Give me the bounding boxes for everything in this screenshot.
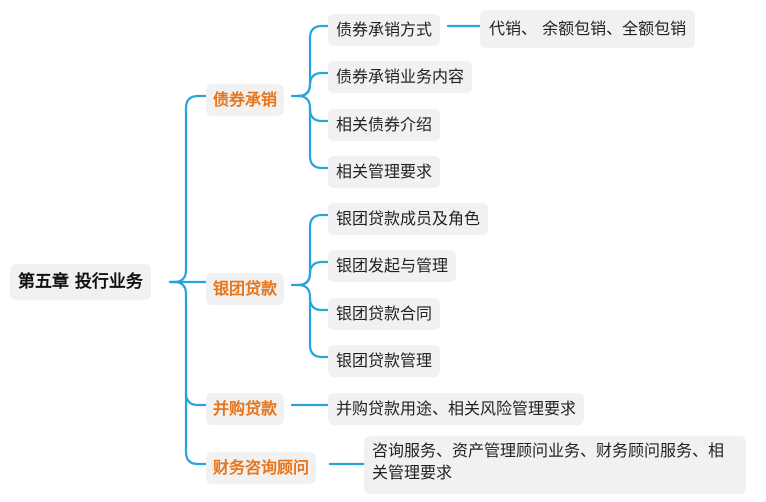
leaf-bond-underwriting-content[interactable]: 债券承销业务内容 (328, 61, 473, 93)
branch-financial-advisory[interactable]: 财务咨询顾问 (206, 452, 317, 484)
link-root-branch1 (168, 94, 208, 284)
link-b1-c4 (308, 106, 330, 170)
leaf-bond-underwriting-types[interactable]: 代销、 余额包销、全额包销 (480, 10, 696, 48)
leaf-syndicate-contract[interactable]: 银团贷款合同 (328, 298, 441, 330)
root-node[interactable]: 第五章 投行业务 (10, 264, 151, 300)
leaf-syndicate-loan-management[interactable]: 银团贷款管理 (328, 345, 441, 377)
leaf-ma-loan-usage-risk[interactable]: 并购贷款用途、相关风险管理要求 (328, 393, 585, 425)
leaf-related-bonds[interactable]: 相关债券介绍 (328, 109, 441, 141)
leaf-advisory-services[interactable]: 咨询服务、资产管理顾问业务、财务顾问服务、相关管理要求 (364, 436, 746, 494)
branch-bond-underwriting[interactable]: 债券承销 (206, 84, 285, 116)
leaf-bond-management-requirements[interactable]: 相关管理要求 (328, 156, 441, 188)
link-b2-c4 (308, 295, 330, 359)
branch-ma-loan[interactable]: 并购贷款 (206, 393, 285, 425)
link-b2-c3 (296, 283, 330, 312)
leaf-syndicate-initiation-management[interactable]: 银团发起与管理 (328, 250, 457, 282)
link-b2-c2 (296, 260, 330, 287)
branch-syndicated-loan[interactable]: 银团贷款 (206, 273, 285, 305)
leaf-syndicate-members-roles[interactable]: 银团贷款成员及角色 (328, 203, 489, 235)
link-root-branch4 (184, 391, 208, 466)
leaf-bond-underwriting-method[interactable]: 债券承销方式 (328, 14, 441, 46)
link-b1-c2 (296, 71, 330, 98)
link-b1-c3 (296, 94, 330, 123)
link-root-branch3 (172, 280, 208, 407)
